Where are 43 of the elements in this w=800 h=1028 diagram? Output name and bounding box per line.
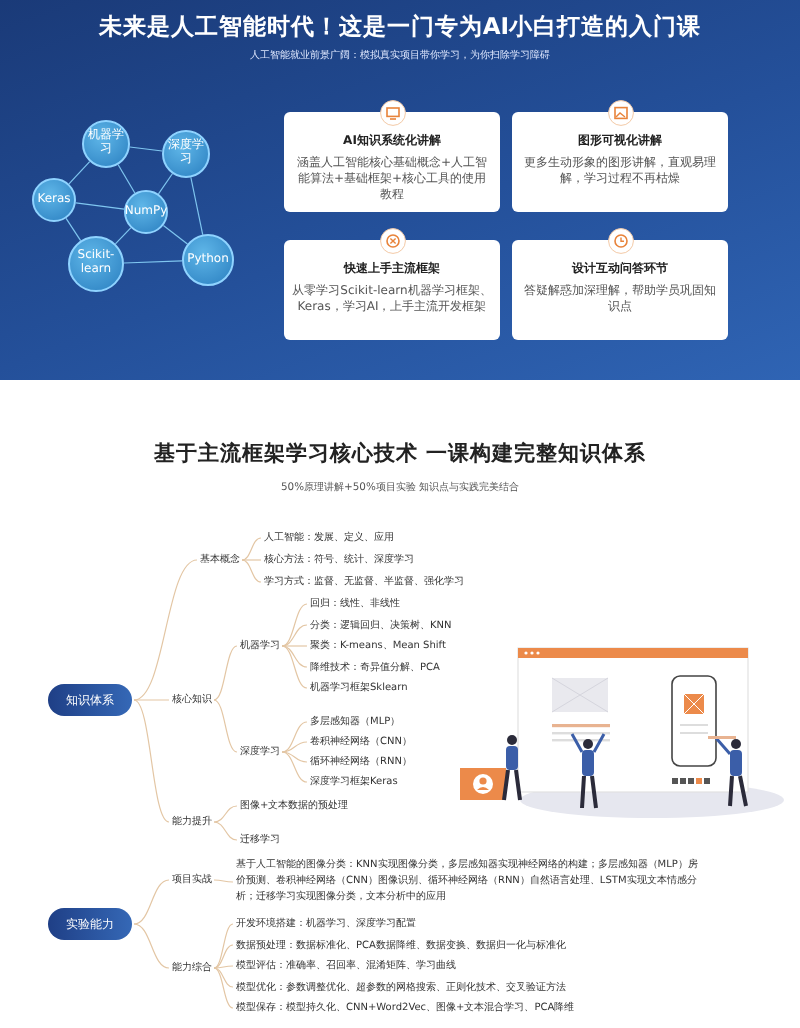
connector-line (281, 624, 308, 647)
connector-line (213, 805, 238, 823)
connector-line (281, 751, 308, 763)
connector-line (281, 751, 308, 783)
connector-line (213, 967, 234, 1009)
connector-line (213, 965, 234, 969)
connector-line (190, 176, 204, 236)
banner-title: 未来是人工智能时代！这是一门专为AI小白打造的入门课 (96, 12, 704, 42)
connector-line (157, 173, 173, 195)
connector-line (241, 559, 262, 583)
connector-line (68, 161, 91, 185)
feature-card (512, 240, 728, 340)
connector-line (129, 146, 163, 152)
feature-card (284, 112, 500, 212)
connector-line (241, 559, 262, 561)
connector-line (133, 923, 170, 969)
connector-line (213, 699, 238, 753)
section-title: 基于主流框架学习核心技术 一课构建完整知识体系 (152, 440, 648, 468)
connector-line (213, 944, 234, 969)
connector-line (133, 699, 170, 823)
connector-line (213, 923, 234, 969)
connector-line (213, 967, 234, 988)
connector-line (213, 879, 234, 883)
connector-line (133, 879, 170, 925)
connector-line (114, 227, 132, 245)
connector-line (281, 645, 308, 689)
feature-card (284, 240, 500, 340)
connector-line (65, 217, 82, 242)
connector-line (281, 645, 308, 668)
feature-card (512, 112, 728, 212)
connector-line (281, 721, 308, 753)
connector-line (75, 202, 125, 210)
connector-line (213, 821, 238, 841)
connector-line (117, 164, 136, 194)
connector-line (133, 559, 198, 701)
connector-line (281, 603, 308, 647)
connector-line (281, 645, 308, 647)
connector-line (213, 645, 238, 701)
connector-line (133, 699, 170, 701)
connector-line (241, 537, 262, 561)
connector-line (123, 260, 183, 264)
connector-line (162, 224, 189, 245)
connector-line (281, 741, 308, 753)
